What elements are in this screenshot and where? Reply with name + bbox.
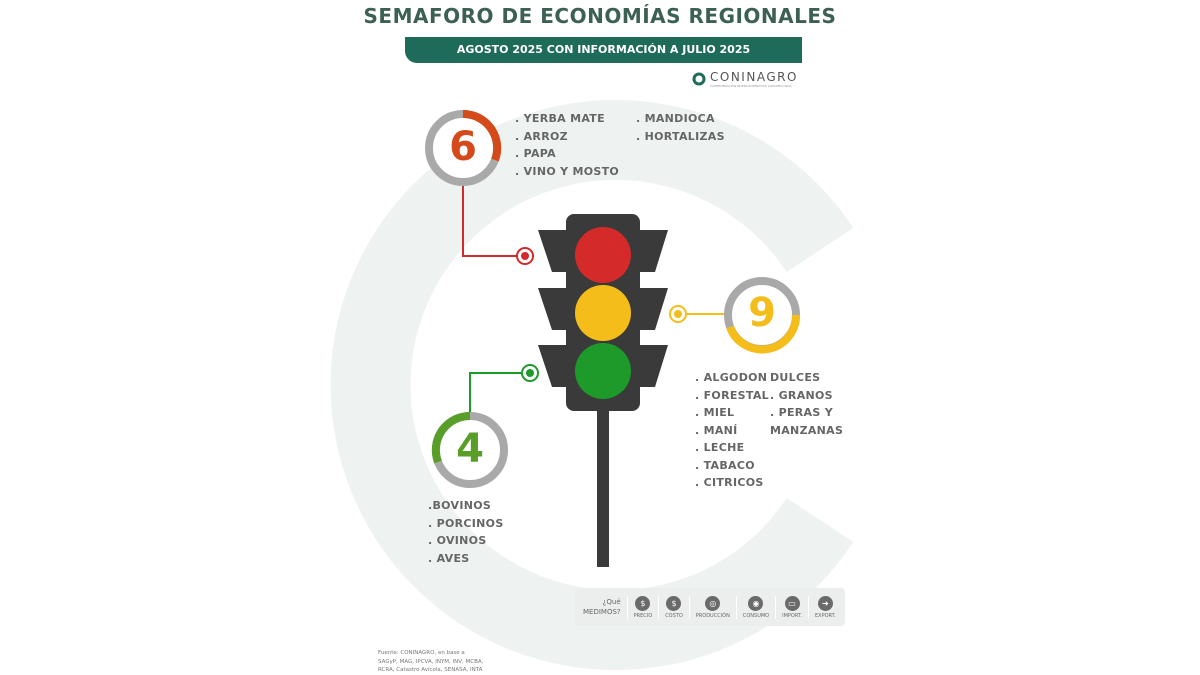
green-count: 4	[456, 426, 484, 472]
background-c-logo	[330, 100, 854, 670]
page-title: SEMAFORO DE ECONOMÍAS REGIONALES	[363, 4, 837, 28]
red-list-col2: . MANDIOCA. HORTALIZAS	[636, 112, 725, 143]
measure-price: $PRECIO	[626, 595, 652, 619]
red-light	[575, 227, 631, 283]
date-banner: AGOSTO 2025 CON INFORMACIÓN A JULIO 2025	[405, 37, 802, 63]
green-list: .BOVINOS. PORCINOS. OVINOS. AVES	[428, 499, 504, 565]
coninagro-c-icon	[692, 72, 706, 86]
red-list-col1: . YERBA MATE. ARROZ. PAPA. VINO Y MOSTO	[515, 112, 620, 178]
measure-export: ➜EXPORT.	[808, 595, 836, 619]
red-count: 6	[449, 124, 477, 170]
export-icon: ➜	[817, 595, 833, 611]
yellow-count: 9	[748, 290, 776, 336]
measure-consumption: ◉CONSUMO	[735, 595, 769, 619]
yellow-light	[575, 285, 631, 341]
measure-cost: $COSTO	[658, 595, 683, 619]
import-icon: ▭	[784, 595, 800, 611]
measure-production: ◎PRODUCCIÓN	[688, 595, 730, 619]
red-connector	[462, 186, 520, 257]
production-icon: ◎	[705, 595, 721, 611]
measure-import: ▭IMPORT.	[775, 595, 802, 619]
yellow-list-col1: . ALGODON. FORESTAL. MIEL. MANÍ. LECHE. …	[695, 371, 769, 489]
cost-icon: $	[666, 595, 682, 611]
consumption-icon: ◉	[748, 595, 764, 611]
traffic-light	[538, 214, 668, 567]
green-light	[575, 343, 631, 399]
green-connector	[469, 372, 524, 412]
price-icon: $	[635, 595, 651, 611]
